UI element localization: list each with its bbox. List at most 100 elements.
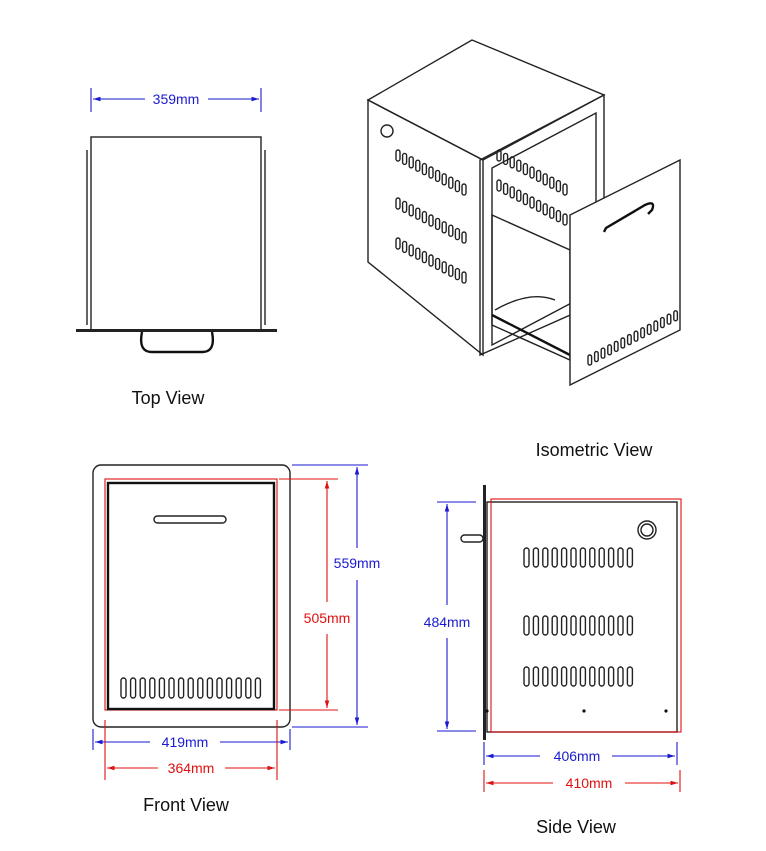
vent-slot [461, 231, 467, 244]
vent-slot [542, 547, 549, 568]
vent-slot [562, 183, 568, 196]
screw-hole [485, 709, 489, 713]
side-vents [523, 547, 634, 687]
vent-slot [570, 547, 577, 568]
vent-slot [421, 250, 428, 264]
side-cutout-outline [490, 498, 682, 733]
isometric-view: Isometric View [366, 39, 681, 460]
vent-slot [522, 192, 529, 206]
vent-slot [617, 547, 624, 568]
vent-slot [549, 206, 555, 219]
vent-slot [395, 197, 401, 210]
vent-slot [613, 340, 619, 353]
vent-slot [620, 337, 626, 349]
vent-slot [617, 666, 624, 687]
vent-slot [421, 210, 428, 224]
vent-slot [587, 354, 593, 366]
vent-slot [516, 159, 522, 172]
iso-frame-vents [496, 149, 568, 226]
vent-slot [523, 666, 530, 687]
vent-slot [235, 677, 242, 699]
vent-slot [560, 547, 568, 568]
vent-slot [395, 149, 401, 162]
top-flange [76, 329, 277, 332]
vent-slot [562, 213, 568, 226]
vent-slot [206, 677, 214, 699]
vent-slot [516, 189, 522, 202]
vent-slot [532, 615, 540, 636]
vent-slot [448, 176, 454, 189]
vent-slot [139, 677, 146, 699]
vent-slot [434, 217, 441, 231]
front-view: 559mm 505mm 419mm 364mm Front View [92, 464, 381, 815]
vent-slot [187, 677, 194, 699]
vent-slot [441, 173, 447, 186]
vent-slot [646, 323, 652, 336]
vent-slot [607, 615, 615, 636]
vent-slot [461, 271, 467, 284]
side-height-label: 484mm [424, 614, 471, 630]
vent-slot [589, 547, 596, 568]
iso-bin-bottom [494, 295, 556, 311]
front-inner-width-label: 364mm [168, 760, 215, 776]
side-handle [460, 534, 484, 543]
vent-slot [633, 330, 639, 342]
side-knob-inner [640, 523, 654, 537]
front-outer-width-label: 419mm [162, 734, 209, 750]
vent-slot [158, 677, 166, 699]
side-flange [483, 485, 486, 740]
vent-slot [549, 176, 555, 189]
vent-slot [401, 240, 408, 254]
vent-slot [640, 327, 646, 339]
top-handle [139, 331, 215, 354]
front-handle [153, 515, 227, 524]
vent-slot [600, 347, 606, 359]
vent-slot [428, 214, 434, 227]
vent-slot [441, 261, 447, 274]
screw-hole [582, 709, 586, 713]
vent-slot [673, 310, 679, 322]
iso-slide-rail [491, 313, 571, 357]
vent-slot [225, 677, 233, 699]
vent-slot [659, 316, 665, 329]
vent-slot [454, 267, 461, 281]
vent-slot [626, 547, 634, 568]
front-inner-height-label: 505mm [304, 610, 351, 626]
vent-slot [197, 677, 204, 699]
vent-slot [216, 677, 223, 699]
front-outer-height-label: 559mm [334, 555, 381, 571]
front-outer-frame [92, 464, 291, 728]
vent-slot [626, 666, 634, 687]
vent-slot [401, 200, 408, 214]
iso-side-vents [395, 149, 467, 284]
vent-slot [598, 666, 605, 687]
vent-slot [570, 666, 577, 687]
vent-slot [461, 183, 467, 196]
vent-slot [607, 666, 615, 687]
side-view-caption: Side View [536, 817, 617, 837]
vent-slot [434, 169, 441, 183]
vent-slot [509, 156, 515, 169]
side-outer-depth-label: 410mm [566, 775, 613, 791]
screw-hole [664, 709, 668, 713]
vent-slot [542, 203, 548, 216]
vent-slot [254, 677, 262, 699]
vent-slot [607, 344, 613, 356]
vent-slot [532, 547, 540, 568]
front-view-caption: Front View [143, 795, 230, 815]
vent-slot [120, 677, 127, 699]
vent-slot [522, 162, 529, 176]
iso-drawer-front [569, 158, 681, 387]
vent-slot [626, 615, 634, 636]
vent-slot [168, 677, 175, 699]
vent-slot [570, 615, 577, 636]
vent-slot [428, 166, 434, 179]
vent-slot [551, 615, 558, 636]
vent-slot [523, 615, 530, 636]
vent-slot [579, 666, 587, 687]
vent-slot [529, 196, 535, 209]
vent-slot [448, 264, 454, 277]
vent-slot [551, 666, 558, 687]
vent-slot [542, 666, 549, 687]
iso-drawer-vents [587, 310, 679, 366]
